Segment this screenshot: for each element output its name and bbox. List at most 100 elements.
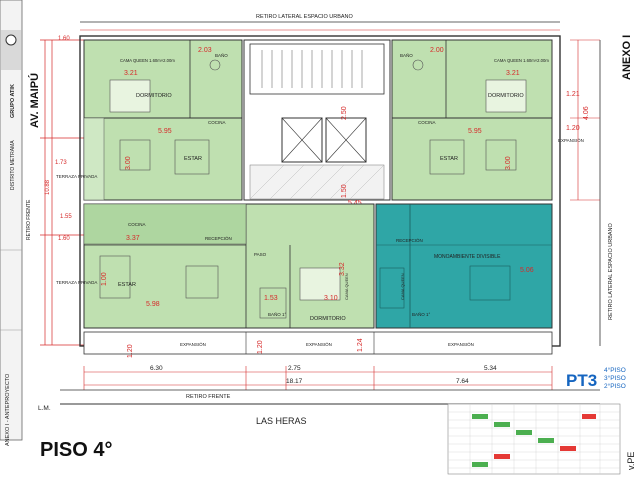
recepcion-label-br: RECEPCIÓN (396, 237, 423, 243)
dorm-label-b: DORMITORIO (310, 316, 346, 322)
cama-label-br: CAMA QUEEN (400, 273, 405, 300)
logo-icon (5, 34, 17, 46)
plan-code: PT3 (566, 371, 597, 390)
bano-label-b: BAÑO 1° (268, 311, 287, 317)
sofa-icon-bl (99, 255, 131, 299)
left-title-strip: GRUPO ATIK DISTRITO METRAMA ANEXO I - AN… (0, 0, 23, 446)
floor-title: PISO 4° (40, 439, 112, 461)
recepcion-label-bl: RECEPCIÓN (205, 235, 232, 241)
expansion-1: EXPANSIÓN (180, 341, 206, 347)
cama-label-b: CAMA QUEEN (344, 273, 349, 300)
right-dimension-lines (570, 39, 600, 201)
estar-label-bl: ESTAR (118, 282, 136, 288)
dim-1-20-a: 1.20 (127, 344, 134, 358)
unit-bottom-right-monoambiente (375, 203, 553, 329)
dim-1-50: 1.50 (341, 184, 348, 198)
dorm-label-l: DORMITORIO (136, 93, 172, 99)
cocina-label-l: COCINA (208, 120, 226, 125)
dim-5-98: 5.98 (146, 301, 160, 308)
bed-icon-br (469, 265, 511, 301)
table-icon (174, 139, 210, 175)
dim-2-50: 2.50 (341, 106, 348, 120)
annex-title: ANEXO I (621, 35, 633, 80)
dim-7-64: 7.64 (456, 378, 469, 385)
terraza-label-l: TERRAZA PRIVADA (56, 174, 97, 179)
dim-2-03: 2.03 (198, 47, 212, 54)
cocina-label-bl: COCINA (128, 222, 146, 227)
dim-3-32: 3.32 (339, 262, 346, 276)
dorm-label-r: DORMITORIO (488, 93, 524, 99)
toilet-icon (209, 59, 221, 71)
dim-3-37: 3.37 (126, 235, 140, 242)
cama-label-r: CAMA QUEEN 1.60m×2.00m (494, 58, 549, 63)
dim-5-06: 5.06 (520, 267, 534, 274)
strip-anteproyecto: ANEXO I - ANTEPROYECTO (5, 373, 11, 446)
dim-18-17: 18.17 (286, 378, 303, 385)
dim-5-95-l: 5.95 (158, 128, 172, 135)
dim-1-73: 1.73 (55, 160, 67, 166)
dim-2-75: 2.75 (288, 365, 301, 372)
retiro-top: RETIRO LATERAL ESPACIO URBANO (256, 14, 354, 20)
bed-icon-r (485, 79, 527, 113)
dim-1-24: 1.24 (357, 338, 364, 352)
floor-3: 3°PISO (604, 374, 626, 382)
table-icon-bl (185, 265, 219, 299)
expansion-label-r: EXPANSIÓN (558, 137, 584, 143)
terraza-label-bl: TERRAZA PRIVADA (56, 280, 97, 285)
estar-label-r: ESTAR (440, 156, 458, 162)
bano-label-br: BAÑO 1° (412, 311, 431, 317)
dim-1-60: 1.60 (58, 36, 70, 42)
dim-5-95-r: 5.95 (468, 128, 482, 135)
bath-icon (259, 287, 287, 319)
dim-5-34: 5.34 (484, 365, 497, 372)
strip-name: DISTRITO METRAMA (10, 140, 16, 190)
strip-company: GRUPO ATIK (10, 84, 16, 118)
dim-1-53: 1.53 (264, 295, 278, 302)
circulation-core (243, 39, 391, 201)
lm-label: L.M. (38, 405, 51, 412)
retiro-frente-left: RETIRO FRENTE (26, 199, 32, 240)
dim-4-06: 4.06 (583, 106, 590, 120)
street-las-heras: LAS HERAS (256, 416, 307, 426)
dim-3-21-r: 3.21 (506, 70, 520, 77)
unit-top-right (391, 39, 553, 201)
floor-2: 2°PISO (604, 382, 626, 390)
dim-6-30: 6.30 (150, 365, 163, 372)
paso-label: PASO (254, 252, 267, 257)
street-av-maipu: AV. MAIPÚ (28, 73, 41, 128)
mono-label: MONOAMBIENTE DIVISIBLE (434, 254, 501, 260)
sofa-icon (119, 139, 151, 171)
retiro-right: RETIRO LATERAL ESPACIO URBANO (608, 222, 614, 320)
bottom-dimension-lines (83, 366, 553, 390)
cocina-label-r: COCINA (418, 120, 436, 125)
dim-1-20-r: 1.20 (566, 125, 580, 132)
dim-1-55: 1.55 (60, 214, 72, 220)
bed-icon (109, 79, 151, 113)
floor-4: 4°PISO (604, 366, 626, 374)
left-dimension-lines (40, 39, 86, 346)
dim-1-21: 1.21 (566, 91, 580, 98)
expansion-2: EXPANSIÓN (306, 341, 332, 347)
bed-icon-bl (299, 267, 341, 301)
dim-3-00-l: 3.00 (125, 156, 132, 170)
bano-label-r: BAÑO (400, 52, 413, 58)
dim-1-20-b: 1.20 (257, 340, 264, 354)
expansion-3: EXPANSIÓN (448, 341, 474, 347)
sofa-icon-r (485, 139, 517, 171)
dim-1-00: 1.00 (101, 272, 108, 286)
cama-label-l: CAMA QUEEN 1.60m×2.00m (120, 58, 175, 63)
dim-10-88: 10.88 (45, 179, 51, 195)
unit-top-left (83, 39, 243, 201)
table-icon-r (429, 139, 465, 175)
dim-2-00: 2.00 (430, 47, 444, 54)
dim-3-10: 3.10 (324, 295, 338, 302)
estar-label-l: ESTAR (184, 156, 202, 162)
bano-label-l: BAÑO (215, 52, 228, 58)
retiro-frente: RETIRO FRENTE (186, 394, 231, 400)
dim-1-60b: 1.60 (58, 236, 70, 242)
expansion-strip (83, 331, 553, 355)
corner-code: v.PE (626, 452, 636, 470)
surface-table (447, 403, 621, 475)
kitchen-icon-br (379, 267, 405, 309)
